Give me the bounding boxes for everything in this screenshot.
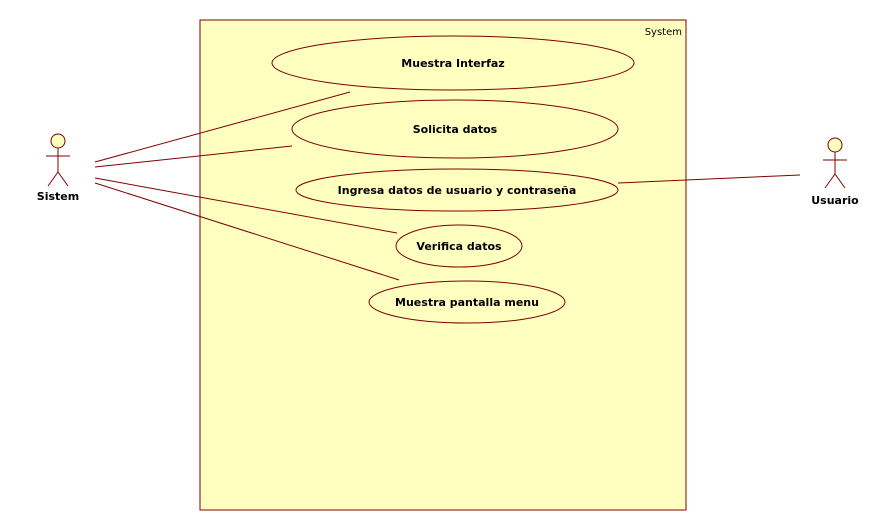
use-case-label: Muestra Interfaz: [401, 57, 504, 70]
use-case-label: Ingresa datos de usuario y contraseña: [338, 184, 577, 197]
use-case-muestra-interfaz[interactable]: Muestra Interfaz: [271, 35, 635, 91]
system-label: System: [645, 27, 682, 38]
use-case-label: Muestra pantalla menu: [395, 296, 539, 309]
association-sistem-muestra-pantalla-menu[interactable]: [94, 182, 400, 281]
use-case-ingresa-datos[interactable]: Ingresa datos de usuario y contraseña: [295, 168, 619, 212]
association-sistem-solicita-datos[interactable]: [94, 145, 293, 168]
actor-sistem[interactable]: Sistem: [37, 133, 79, 203]
actor-label: Sistem: [37, 190, 79, 203]
stick-figure-icon: [46, 133, 70, 187]
use-case-muestra-pantalla-menu[interactable]: Muestra pantalla menu: [368, 280, 566, 324]
use-case-label: Verifica datos: [416, 240, 502, 253]
stick-figure-icon: [823, 137, 847, 189]
use-case-label: Solicita datos: [413, 123, 498, 136]
use-case-verifica-datos[interactable]: Verifica datos: [395, 224, 523, 268]
actor-label: Usuario: [811, 194, 859, 207]
association-usuario-ingresa-datos[interactable]: [617, 174, 801, 184]
use-case-solicita-datos[interactable]: Solicita datos: [291, 99, 619, 159]
association-sistem-muestra-interfaz[interactable]: [94, 91, 351, 163]
association-sistem-verifica-datos[interactable]: [94, 177, 398, 234]
actor-usuario[interactable]: Usuario: [811, 137, 859, 207]
